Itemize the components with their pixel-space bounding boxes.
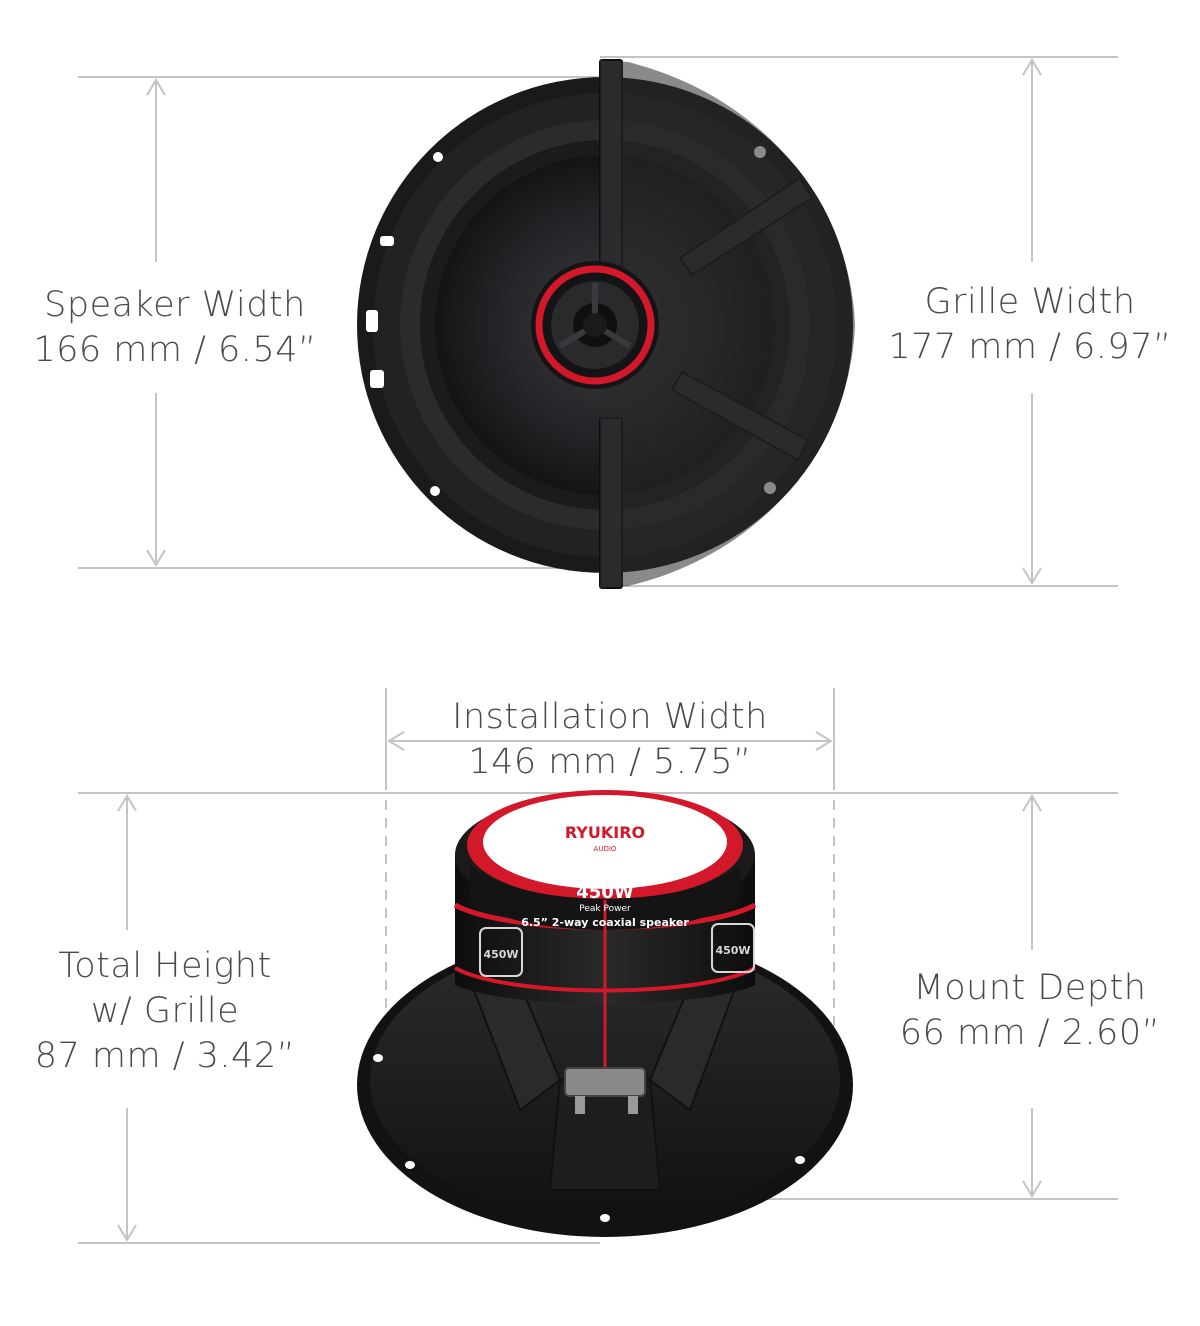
speaker-width-title: Speaker Width xyxy=(44,285,306,325)
grille-width-title: Grille Width xyxy=(924,282,1136,322)
installation-width-value: 146 mm / 5.75” xyxy=(468,741,752,782)
total-height-label: Total Height w/ Grille 87 mm / 3.42” xyxy=(10,944,320,1078)
mount-depth-title: Mount Depth xyxy=(913,968,1147,1008)
total-height-value: 87 mm / 3.42” xyxy=(34,1035,296,1076)
grille-width-value: 177 mm / 6.97” xyxy=(888,326,1172,367)
total-height-title-2: w/ Grille xyxy=(90,990,240,1031)
mount-depth-value: 66 mm / 2.60” xyxy=(899,1012,1161,1053)
speaker-front-view xyxy=(357,59,855,589)
model-text: YK652 xyxy=(581,865,629,880)
speaker-width-value: 166 mm / 6.54” xyxy=(33,329,317,370)
mount-depth-label: Mount Depth 66 mm / 2.60” xyxy=(870,966,1190,1056)
grille-width-label: Grille Width 177 mm / 6.97” xyxy=(870,280,1190,370)
side-badge-right-text: 450W xyxy=(715,944,750,957)
power-text: 450W xyxy=(576,882,634,903)
power-sub-text: Peak Power xyxy=(579,904,631,914)
description-text: 6.5” 2-way coaxial speaker xyxy=(521,916,689,929)
brand-sub-text: AUDIO xyxy=(594,845,617,853)
speaker-rear-view xyxy=(357,790,853,1237)
speaker-width-dimension xyxy=(78,76,600,569)
installation-width-title: Installation Width xyxy=(452,697,768,737)
installation-width-label: Installation Width 146 mm / 5.75” xyxy=(430,695,790,785)
speaker-width-label: Speaker Width 166 mm / 6.54” xyxy=(20,283,330,373)
brand-logo-text: RYUKIRO xyxy=(565,823,645,842)
grille-width-dimension xyxy=(600,56,1118,587)
side-badge-left-text: 450W xyxy=(483,948,518,961)
total-height-title: Total Height xyxy=(58,946,272,986)
